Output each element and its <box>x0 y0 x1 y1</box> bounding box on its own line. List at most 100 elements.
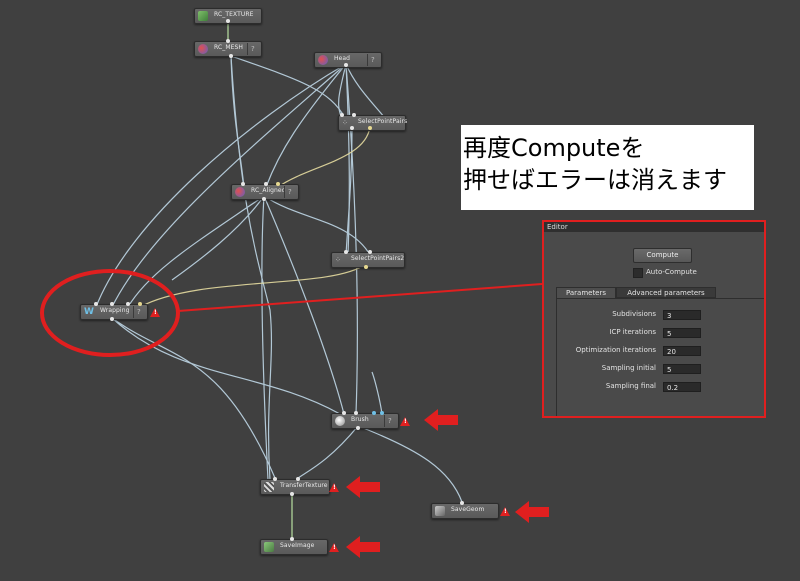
wire <box>111 63 347 308</box>
node-label: Head <box>334 55 351 62</box>
port-dot[interactable] <box>364 265 368 269</box>
warning-icon: ! <box>329 483 339 492</box>
port-dot[interactable] <box>226 39 230 43</box>
port-dot[interactable] <box>110 317 114 321</box>
callout-line-2: 押せばエラーは消えます <box>463 166 727 194</box>
port-dot[interactable] <box>226 19 230 23</box>
wire <box>345 63 358 415</box>
auto-compute-label: Auto-Compute <box>646 268 697 276</box>
port-dot[interactable] <box>368 126 372 130</box>
node-select-point-pairs2[interactable]: ⁘ SelectPointPairs2 <box>331 252 405 268</box>
align-icon <box>235 187 245 197</box>
warning-icon: ! <box>329 543 339 552</box>
node-rc-mesh[interactable]: RC_MESH ? <box>194 41 262 57</box>
param-field-icp-iterations[interactable]: 5 <box>663 328 701 338</box>
warning-icon: ! <box>400 417 410 426</box>
param-field-subdivisions[interactable]: 3 <box>663 310 701 320</box>
port-dot[interactable] <box>229 54 233 58</box>
wire <box>357 425 463 503</box>
visibility-toggle-icon[interactable]: ? <box>251 45 255 53</box>
node-label: SelectPointPairs <box>358 118 408 125</box>
editor-panel: Editor Compute Auto-Compute Parameters A… <box>542 220 766 418</box>
port-dot[interactable] <box>110 302 114 306</box>
node-save-geom[interactable]: SaveGeom <box>431 503 499 519</box>
port-dot[interactable] <box>344 250 348 254</box>
param-label-icp-iterations: ICP iterations <box>609 328 656 336</box>
node-rc-texture[interactable]: RC_TEXTURE <box>194 8 262 24</box>
brush-icon <box>335 416 345 426</box>
wire <box>139 263 367 308</box>
port-dot[interactable] <box>352 113 356 117</box>
wire <box>171 195 265 281</box>
save-geom-icon <box>435 506 445 516</box>
visibility-toggle-icon[interactable]: ? <box>388 417 392 425</box>
wire <box>230 55 245 188</box>
port-dot[interactable] <box>273 477 277 481</box>
mesh-icon <box>198 44 208 54</box>
port-dot[interactable] <box>290 492 294 496</box>
wire <box>345 126 353 256</box>
node-brush[interactable]: Brush ? <box>331 413 399 429</box>
tab-parameters[interactable]: Parameters <box>556 287 616 298</box>
port-dot[interactable] <box>372 411 376 415</box>
port-dot[interactable] <box>262 197 266 201</box>
compute-button[interactable]: Compute <box>633 248 692 263</box>
wire <box>265 63 347 188</box>
port-dot[interactable] <box>94 302 98 306</box>
port-dot[interactable] <box>296 477 300 481</box>
param-label-sampling-final: Sampling final <box>605 382 656 390</box>
wire <box>297 425 359 479</box>
tab-advanced-parameters[interactable]: Advanced parameters <box>616 287 716 298</box>
texture-icon <box>198 11 208 21</box>
visibility-toggle-icon[interactable]: ? <box>288 188 292 196</box>
wire <box>263 195 345 415</box>
port-dot[interactable] <box>354 411 358 415</box>
node-label: Wrapping <box>100 307 130 314</box>
node-label: TransferTexture <box>280 482 328 489</box>
red-arrow-icon <box>346 476 380 498</box>
port-dot[interactable] <box>368 250 372 254</box>
port-dot[interactable] <box>350 126 354 130</box>
port-dot[interactable] <box>126 302 130 306</box>
port-dot[interactable] <box>290 537 294 541</box>
wire <box>345 63 350 256</box>
port-dot[interactable] <box>241 182 245 186</box>
node-head[interactable]: Head ? <box>314 52 382 68</box>
node-label: Brush <box>351 416 369 423</box>
node-label: RC_Aligned <box>251 187 286 194</box>
port-dot[interactable] <box>344 63 348 67</box>
port-dot[interactable] <box>340 113 344 117</box>
port-dot[interactable] <box>460 501 464 505</box>
node-wrapping[interactable]: W Wrapping ? <box>80 304 148 320</box>
wire <box>263 195 371 256</box>
node-save-image[interactable]: SaveImage <box>260 539 328 555</box>
visibility-toggle-icon[interactable]: ? <box>371 56 375 64</box>
param-field-optimization-iterations[interactable]: 20 <box>663 346 701 356</box>
node-label: RC_MESH <box>214 44 244 51</box>
port-dot[interactable] <box>356 426 360 430</box>
param-field-sampling-final[interactable]: 0.2 <box>663 382 701 392</box>
node-transfer-texture[interactable]: TransferTexture <box>260 479 330 495</box>
editor-tabs: Parameters Advanced parameters <box>556 287 716 298</box>
node-label: SaveGeom <box>451 506 485 513</box>
auto-compute-checkbox[interactable] <box>633 268 643 278</box>
wire <box>371 371 383 415</box>
wire <box>277 126 371 188</box>
port-dot[interactable] <box>380 411 384 415</box>
port-dot[interactable] <box>342 411 346 415</box>
highlight-ellipse <box>40 269 180 357</box>
wire <box>95 63 347 308</box>
visibility-toggle-icon[interactable]: ? <box>137 308 141 316</box>
port-dot[interactable] <box>276 182 280 186</box>
wire <box>111 317 341 415</box>
mesh-icon <box>318 55 328 65</box>
port-dot[interactable] <box>264 182 268 186</box>
wrap-icon: W <box>84 307 94 317</box>
port-dot[interactable] <box>138 302 142 306</box>
node-select-point-pairs[interactable]: ⁘ SelectPointPairs <box>338 115 408 131</box>
transfer-texture-icon <box>264 482 274 492</box>
callout-line-1: 再度Computeを <box>463 134 645 162</box>
param-field-sampling-initial[interactable]: 5 <box>663 364 701 374</box>
wire <box>261 195 269 481</box>
